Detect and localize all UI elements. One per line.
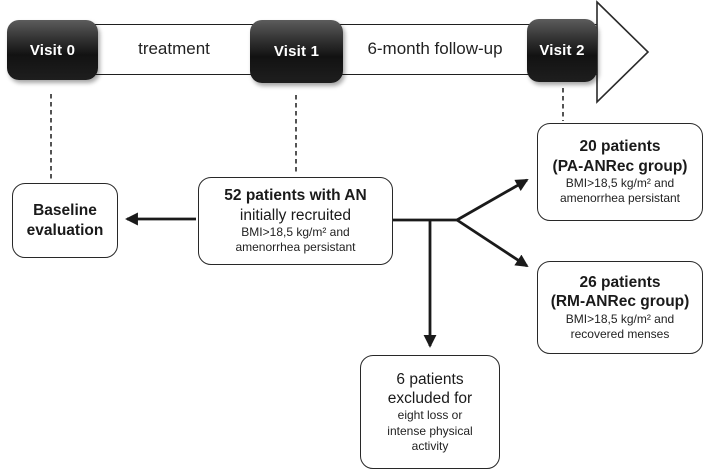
rm-anrec-title: 26 patients	[579, 273, 661, 291]
excluded-patients-box: 6 patients excluded for eight loss or in…	[360, 355, 500, 469]
timeline-visit-1: Visit 1	[250, 20, 343, 83]
pa-anrec-group: (PA-ANRec group)	[552, 157, 688, 175]
baseline-evaluation-box: Baseline evaluation	[12, 183, 118, 258]
rm-anrec-detail1: BMI>18,5 kg/m² and	[565, 311, 675, 326]
recruited-detail2: amenorrhea persistant	[235, 240, 356, 255]
rm-anrec-group: (RM-ANRec group)	[550, 293, 690, 311]
excluded-detail2: intense physical	[387, 423, 473, 438]
excluded-detail3: activity	[411, 439, 449, 454]
baseline-line1: Baseline	[33, 202, 97, 220]
segment-label-followup: 6-month follow-up	[367, 39, 503, 58]
timeline-arrowhead	[596, 0, 650, 104]
excluded-detail1: eight loss or	[397, 408, 463, 423]
visit-0-label: Visit 0	[29, 41, 76, 59]
arrow-to-pa-anrec	[456, 178, 529, 222]
segment-label-treatment: treatment	[138, 39, 210, 58]
visit-1-label: Visit 1	[273, 43, 320, 60]
visit-2-label: Visit 2	[539, 42, 585, 59]
recruited-detail1: BMI>18,5 kg/m² and	[241, 225, 350, 240]
arrow-to-rm-anrec	[456, 218, 529, 268]
timeline-visit-2: Visit 2	[527, 19, 597, 82]
rm-anrec-detail2: recovered menses	[570, 326, 670, 341]
excluded-title: 6 patients	[396, 370, 464, 388]
pa-anrec-group-box: 20 patients (PA-ANRec group) BMI>18,5 kg…	[537, 123, 703, 221]
pa-anrec-title: 20 patients	[579, 138, 661, 156]
recruited-patients-box: 52 patients with AN initially recruited …	[198, 177, 393, 265]
recruited-title: 52 patients with AN	[224, 187, 367, 205]
pa-anrec-detail1: BMI>18,5 kg/m² and	[565, 176, 675, 191]
pa-anrec-detail2: amenorrhea persistant	[559, 191, 681, 206]
recruited-subtitle: initially recruited	[239, 206, 352, 224]
baseline-line2: evaluation	[26, 221, 104, 239]
rm-anrec-group-box: 26 patients (RM-ANRec group) BMI>18,5 kg…	[537, 261, 703, 354]
timeline-visit-0: Visit 0	[7, 20, 98, 80]
excluded-subtitle: excluded for	[387, 389, 473, 407]
